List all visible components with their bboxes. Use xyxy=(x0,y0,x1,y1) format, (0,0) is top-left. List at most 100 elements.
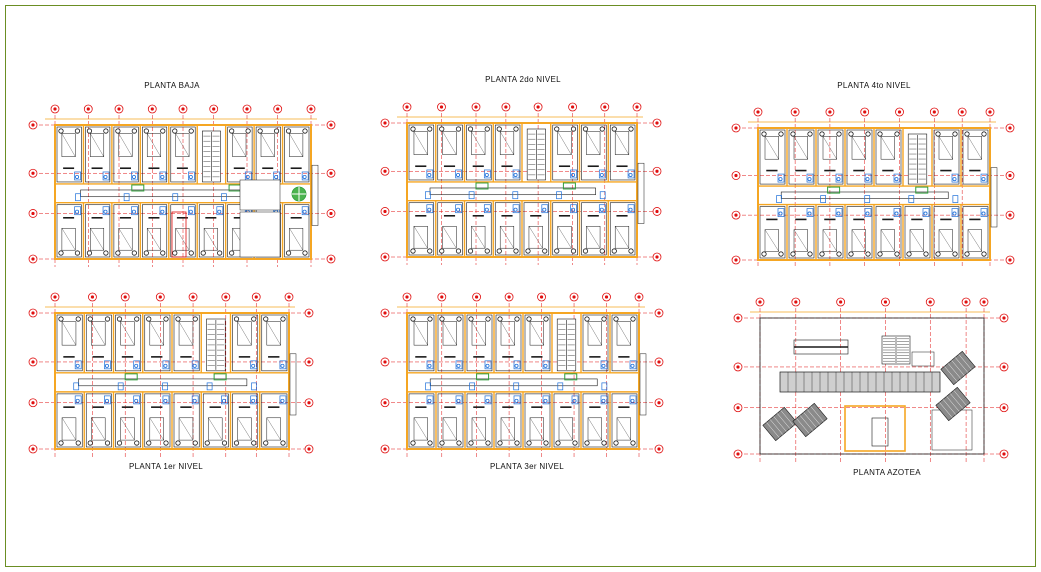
bath-fixture xyxy=(455,204,462,214)
grid-bubble-dot xyxy=(657,311,661,315)
light-point xyxy=(952,131,958,137)
bed xyxy=(178,321,194,346)
bath-fixture-basin xyxy=(456,398,461,403)
bath-fixture xyxy=(162,360,170,370)
bed-cover xyxy=(764,229,779,252)
light-point xyxy=(455,248,462,254)
bed-cover xyxy=(587,417,602,441)
plumbing-fixture xyxy=(599,191,606,200)
bath-fixture-basin xyxy=(456,207,461,212)
light-point xyxy=(233,440,240,446)
bed xyxy=(586,131,601,155)
room-outline xyxy=(173,314,200,372)
light-point xyxy=(584,316,590,322)
solar-cell-line xyxy=(944,366,958,382)
bath-fixture xyxy=(922,208,930,217)
bed xyxy=(528,225,543,249)
grid-bubble-dot xyxy=(1002,406,1006,410)
title-planta-4to: PLANTA 4to NIVEL xyxy=(837,81,911,90)
bath-fixture xyxy=(301,206,309,216)
bath-fixture xyxy=(131,206,138,216)
bath-fixture xyxy=(279,395,287,405)
light-point xyxy=(790,131,796,137)
bed xyxy=(61,321,77,346)
bed-cover xyxy=(232,133,247,157)
bed xyxy=(61,417,77,441)
room-outline xyxy=(115,314,142,372)
bath-fixture-basin xyxy=(427,207,432,212)
bath-fixture-basin xyxy=(75,363,80,368)
bed xyxy=(266,321,281,346)
room-outline xyxy=(173,393,200,448)
light-point xyxy=(630,316,636,322)
solar-cell-line xyxy=(953,390,967,406)
bath-fixture xyxy=(104,395,111,405)
bed-cover xyxy=(967,136,982,160)
bed-cover xyxy=(413,417,428,441)
light-point xyxy=(525,248,531,254)
room-outline xyxy=(85,204,111,258)
room-outline xyxy=(495,393,522,448)
light-point xyxy=(58,128,64,134)
bath-fixture-basin xyxy=(778,177,783,182)
light-point xyxy=(58,316,64,322)
bath-fixture xyxy=(598,169,606,179)
bath-fixture-basin xyxy=(280,363,285,368)
bed xyxy=(587,417,602,441)
room-outline xyxy=(494,124,521,181)
light-point xyxy=(848,251,854,257)
grid-bubble-dot xyxy=(655,255,659,259)
light-point xyxy=(981,251,987,257)
bath-fixture-basin xyxy=(103,209,108,214)
grid-bubble-dot xyxy=(383,447,387,451)
room-outline xyxy=(581,124,607,181)
bath-fixture-basin xyxy=(485,398,490,403)
bed xyxy=(793,136,808,160)
bath-fixture-basin xyxy=(865,177,870,182)
bed-cover xyxy=(61,133,76,157)
grid-bubble-dot xyxy=(1002,452,1006,456)
room-outline xyxy=(524,314,551,372)
bed xyxy=(880,136,895,160)
bed xyxy=(614,131,630,155)
bed-cover xyxy=(120,321,135,346)
corridor-fixture xyxy=(475,182,489,190)
grid-bubble-dot xyxy=(1008,258,1012,262)
room-outline xyxy=(788,206,815,259)
bed xyxy=(967,136,982,160)
light-point xyxy=(467,126,474,132)
corridor-fixture xyxy=(131,184,145,192)
light-point xyxy=(115,250,121,256)
bed xyxy=(557,225,572,249)
light-point xyxy=(599,126,605,132)
bath-fixture xyxy=(104,360,111,370)
bed-cover xyxy=(528,226,543,249)
light-point xyxy=(143,128,149,134)
plumbing-fixture xyxy=(251,382,257,391)
bath-fixture xyxy=(598,204,606,214)
light-point xyxy=(427,440,433,446)
bath-fixture-basin xyxy=(599,172,604,177)
plumbing-fixture xyxy=(864,195,871,203)
light-point xyxy=(302,128,308,134)
grid-bubble-dot xyxy=(329,211,333,216)
light-point xyxy=(103,128,109,134)
room-outline xyxy=(817,206,844,259)
bed-cover xyxy=(529,321,544,346)
bed xyxy=(793,229,808,252)
light-point xyxy=(555,440,561,446)
bed-cover xyxy=(938,136,953,160)
bed xyxy=(616,321,631,346)
light-point xyxy=(427,248,433,254)
bed-cover xyxy=(500,131,514,155)
bed xyxy=(118,227,133,251)
grid-bubble-dot xyxy=(794,300,798,304)
bath-fixture-basin xyxy=(599,207,604,212)
bed-cover xyxy=(260,133,275,157)
bath-fixture xyxy=(216,206,224,216)
bath-fixture xyxy=(864,173,872,183)
solar-panel xyxy=(940,350,976,386)
room-outline xyxy=(261,314,288,372)
room-outline xyxy=(523,202,550,256)
bath-fixture-basin xyxy=(302,174,307,179)
